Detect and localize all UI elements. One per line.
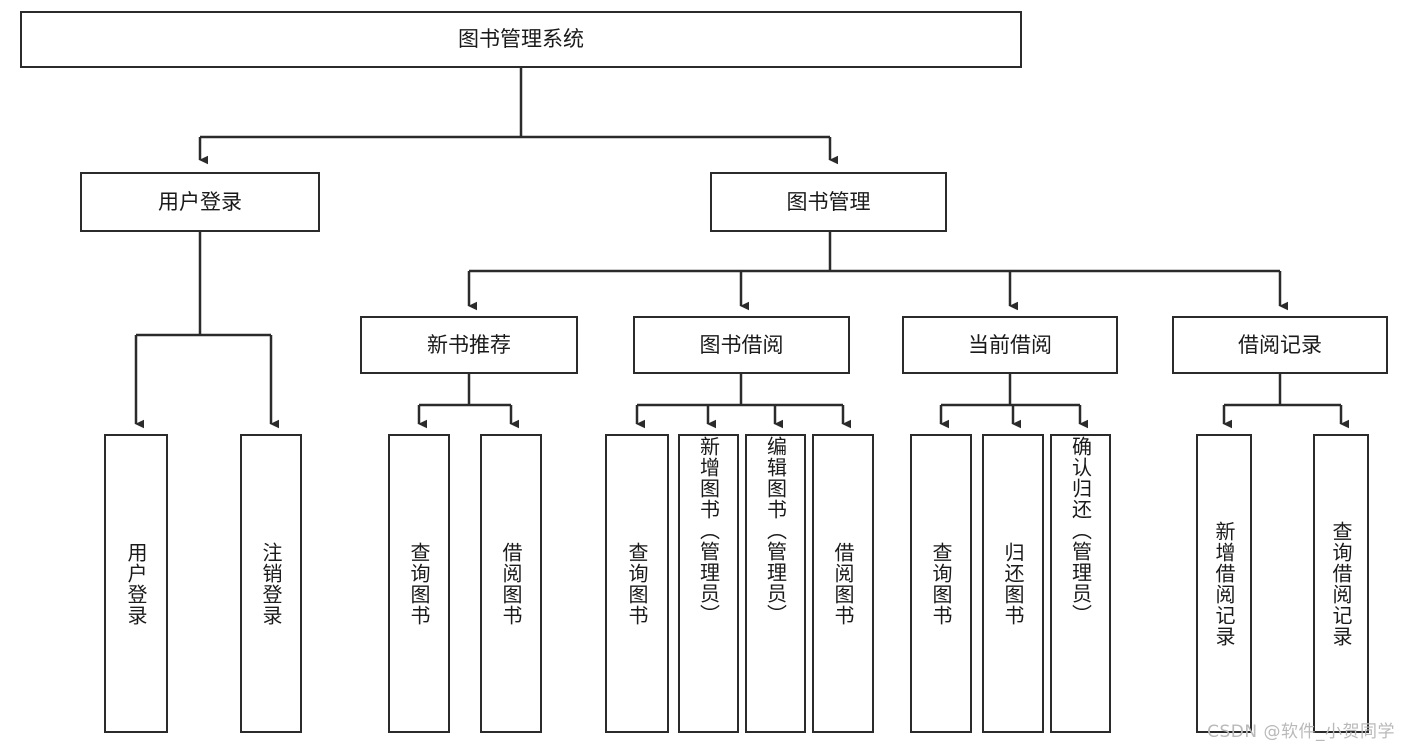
node-leaf-query-book-2[interactable]: 查询图书 [605,434,669,733]
node-leaf-edit-book-label: 编辑图书（管理员） [763,436,788,625]
node-leaf-borrow-book-2-label: 借阅图书 [831,541,855,626]
node-book-management-label: 图书管理 [786,189,871,214]
node-leaf-user-logout[interactable]: 注销登录 [240,434,302,733]
node-leaf-return-book[interactable]: 归还图书 [982,434,1044,733]
node-leaf-add-book[interactable]: 新增图书（管理员） [678,434,739,733]
node-leaf-add-record[interactable]: 新增借阅记录 [1196,434,1252,733]
node-leaf-query-book-2-label: 查询图书 [625,541,649,626]
node-root-label: 图书管理系统 [458,27,584,52]
node-root-system[interactable]: 图书管理系统 [20,11,1022,68]
node-leaf-query-book-1-label: 查询图书 [407,541,431,626]
node-borrow-record-label: 借阅记录 [1238,332,1322,357]
node-leaf-borrow-book-1-label: 借阅图书 [499,541,523,626]
node-leaf-add-book-label: 新增图书（管理员） [696,436,721,625]
node-leaf-user-login-label: 用户登录 [124,541,148,626]
node-leaf-confirm-return[interactable]: 确认归还（管理员） [1050,434,1111,733]
node-leaf-query-book-3-label: 查询图书 [929,541,953,626]
node-leaf-confirm-return-label: 确认归还（管理员） [1068,436,1093,625]
node-leaf-user-logout-label: 注销登录 [259,541,283,626]
node-borrow-record[interactable]: 借阅记录 [1172,316,1388,374]
node-leaf-query-record[interactable]: 查询借阅记录 [1313,434,1369,733]
node-leaf-query-record-label: 查询借阅记录 [1329,520,1353,647]
node-leaf-borrow-book-1[interactable]: 借阅图书 [480,434,542,733]
node-current-borrow[interactable]: 当前借阅 [902,316,1118,374]
node-leaf-edit-book[interactable]: 编辑图书（管理员） [745,434,806,733]
node-book-borrow-label: 图书借阅 [699,332,784,357]
node-user-login-label: 用户登录 [158,189,242,214]
node-current-borrow-label: 当前借阅 [968,332,1052,357]
node-leaf-add-record-label: 新增借阅记录 [1212,520,1236,647]
node-leaf-query-book-3[interactable]: 查询图书 [910,434,972,733]
node-leaf-borrow-book-2[interactable]: 借阅图书 [812,434,874,733]
node-leaf-query-book-1[interactable]: 查询图书 [388,434,450,733]
node-user-login[interactable]: 用户登录 [80,172,320,232]
node-book-borrow[interactable]: 图书借阅 [633,316,850,374]
node-leaf-return-book-label: 归还图书 [1001,541,1025,626]
node-book-management[interactable]: 图书管理 [710,172,947,232]
node-new-book-recommend[interactable]: 新书推荐 [360,316,578,374]
node-new-book-recommend-label: 新书推荐 [427,332,511,357]
node-leaf-user-login[interactable]: 用户登录 [104,434,168,733]
